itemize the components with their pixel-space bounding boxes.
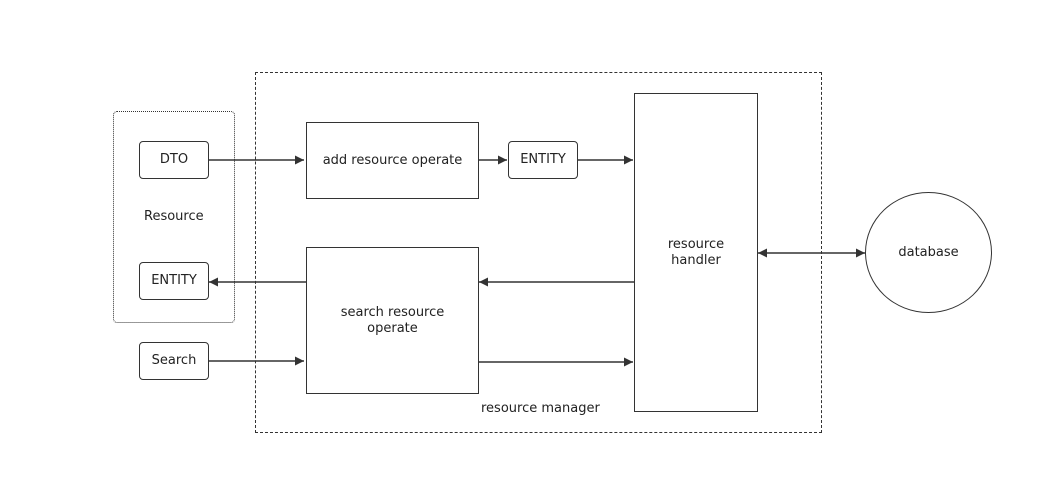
resource-group-region bbox=[113, 111, 235, 323]
search-label: Search bbox=[151, 353, 197, 368]
dto-label: DTO bbox=[159, 152, 189, 167]
entity-mid-node: ENTITY bbox=[508, 141, 578, 179]
resource-group-label: Resource bbox=[144, 209, 204, 224]
dto-node: DTO bbox=[139, 141, 209, 179]
resource-handler-label: resource handler bbox=[667, 236, 725, 268]
entity-input-label: ENTITY bbox=[151, 273, 197, 288]
resource-manager-label: resource manager bbox=[481, 401, 600, 416]
entity-input-node: ENTITY bbox=[139, 262, 209, 300]
database-node: database bbox=[865, 192, 992, 313]
search-resource-operate-label: search resource operate bbox=[340, 304, 445, 336]
search-node: Search bbox=[139, 342, 209, 380]
add-resource-operate-label: add resource operate bbox=[322, 152, 463, 168]
entity-mid-label: ENTITY bbox=[520, 152, 566, 167]
resource-handler-node: resource handler bbox=[634, 93, 758, 412]
add-resource-operate-node: add resource operate bbox=[306, 122, 479, 199]
search-resource-operate-node: search resource operate bbox=[306, 247, 479, 394]
database-label: database bbox=[898, 244, 959, 260]
